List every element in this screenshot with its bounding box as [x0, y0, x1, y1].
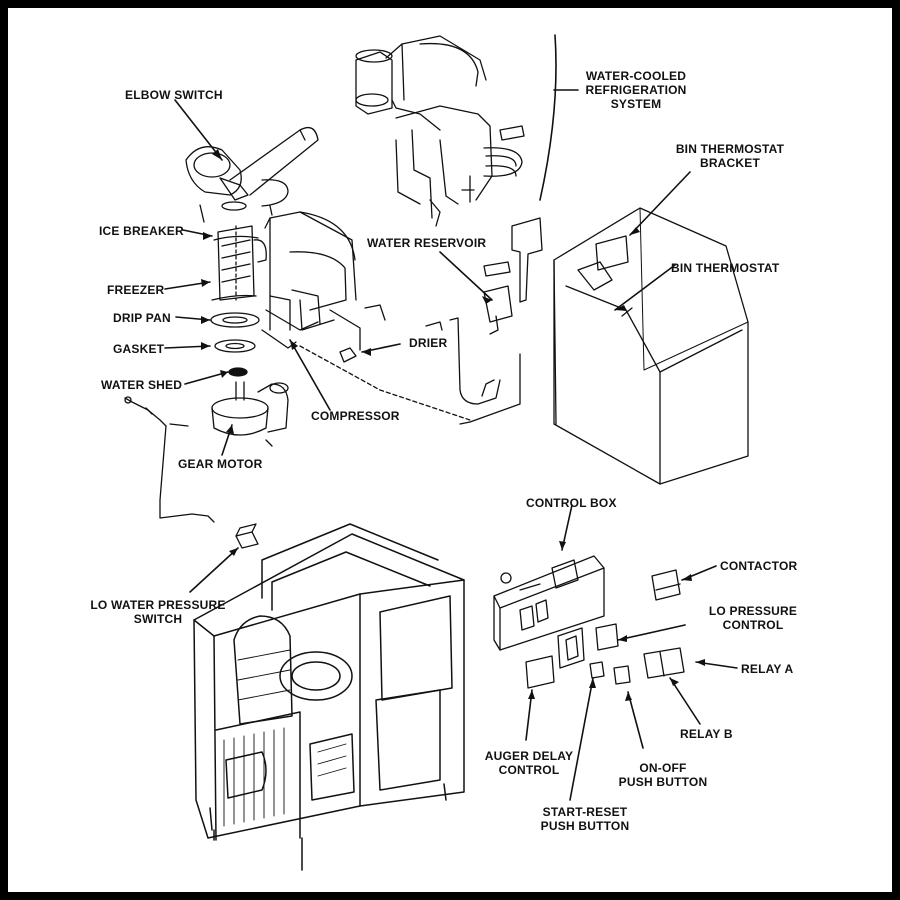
label-relay-b: RELAY B [680, 727, 733, 741]
label-auger-delay-control: AUGER DELAY CONTROL [484, 749, 574, 777]
label-lo-water-pressure-switch: LO WATER PRESSURE SWITCH [90, 598, 226, 626]
label-bin-thermostat-bracket: BIN THERMOSTAT BRACKET [675, 142, 785, 170]
label-lo-pressure-control: LO PRESSURE CONTROL [708, 604, 798, 632]
label-water-reservoir: WATER RESERVOIR [367, 236, 487, 250]
label-compressor: COMPRESSOR [311, 409, 400, 423]
leader-arrowheads [201, 149, 705, 701]
label-water-cooled-refrigeration-system: WATER-COOLED REFRIGERATION SYSTEM [585, 69, 687, 111]
label-contactor: CONTACTOR [720, 559, 798, 573]
gear-motor [211, 381, 289, 447]
label-drier: DRIER [409, 336, 448, 350]
label-ice-breaker: ICE BREAKER [99, 224, 184, 238]
label-control-box: CONTROL BOX [526, 496, 617, 510]
drip-pan-parts [210, 312, 260, 377]
exploded-view-drawing [124, 34, 749, 871]
control-box-components [525, 569, 685, 689]
label-drip-pan: DRIP PAN [113, 311, 171, 325]
ice-bin [553, 207, 749, 485]
water-reservoir-part [425, 217, 543, 425]
water-line [124, 396, 215, 523]
label-elbow-switch: ELBOW SWITCH [125, 88, 223, 102]
label-bin-thermostat: BIN THERMOSTAT [671, 261, 780, 275]
label-on-off-push-button: ON-OFF PUSH BUTTON [618, 761, 708, 789]
label-gasket: GASKET [113, 342, 165, 356]
label-gear-motor: GEAR MOTOR [178, 457, 263, 471]
lo-water-pressure-switch-part [235, 523, 259, 549]
diagram-panel: ELBOW SWITCH ICE BREAKER FREEZER DRIP PA… [8, 8, 892, 892]
refrigeration-frame [261, 211, 471, 421]
elbow-switch-assembly [185, 126, 319, 223]
label-water-shed: WATER SHED [101, 378, 183, 392]
label-start-reset-push-button: START-RESET PUSH BUTTON [540, 805, 630, 833]
ice-machine-cabinet [193, 523, 465, 871]
control-box-part [493, 555, 605, 651]
label-relay-a: RELAY A [741, 662, 794, 676]
freezer-assembly [211, 225, 267, 301]
water-cooled-refrigeration-part [355, 35, 525, 227]
label-freezer: FREEZER [107, 283, 165, 297]
